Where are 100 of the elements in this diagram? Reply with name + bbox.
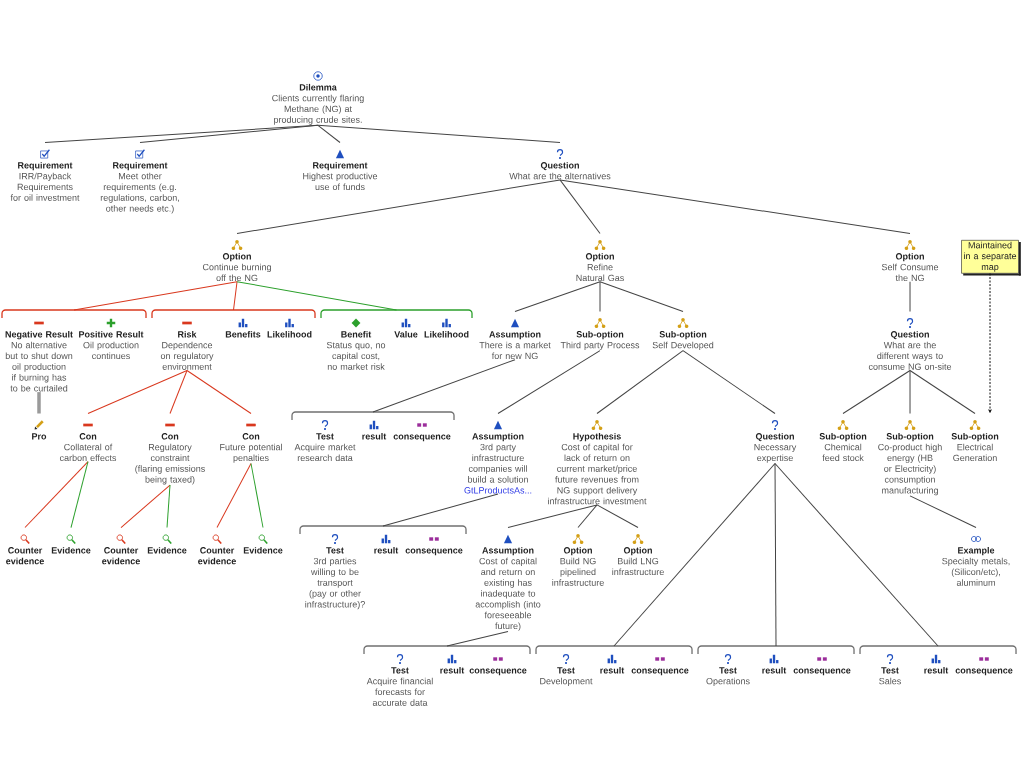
connector-line [236, 281, 397, 311]
bracket [1, 309, 147, 319]
connector-line [596, 350, 684, 414]
connector-line [186, 370, 252, 414]
bracket [859, 645, 1017, 655]
connector-line [596, 504, 639, 528]
connector-line [169, 370, 188, 414]
node-label: Option Self Consume the NG [881, 252, 939, 282]
connector-line [70, 461, 89, 528]
node-label: Requirement IRR/Payback Requirements for oil investment [10, 161, 80, 201]
node-label: Test Sales [879, 667, 901, 685]
node-label: Evidence [51, 546, 91, 554]
connector-line [372, 359, 516, 413]
connector-line [559, 179, 601, 234]
connector-line [216, 462, 252, 528]
node-label: Requirement Meet other requirements (e.g. regulations, carbon, other needs etc.) [100, 161, 179, 214]
connector-line [577, 504, 598, 528]
connector-line [599, 281, 601, 312]
connector-line [774, 462, 939, 647]
node-label: Question Necessary expertise [754, 432, 797, 463]
node-label: result [924, 666, 949, 674]
node-label: Option Build NG pipelined infrastructure [552, 546, 604, 586]
connector-line [73, 281, 238, 311]
node-label: consequence [469, 668, 527, 676]
node-label: consequence [405, 548, 463, 556]
node-label: Test Acquire financial forecasts for accurate data [366, 667, 433, 706]
node-label: Sub-option Electrical Generation [951, 432, 999, 462]
node-label: Positive Result Oil production continues [79, 330, 144, 360]
node-label: Likelihood [424, 330, 469, 338]
connector-line [514, 281, 601, 312]
node-label: Example Specialty metals, (Silicon/etc), aluminum [942, 546, 1010, 586]
node-label: Counter evidence [102, 547, 140, 565]
node-label: Benefits [225, 330, 261, 338]
node-label: result [362, 432, 387, 440]
connector-line [87, 370, 188, 414]
bracket [320, 309, 473, 319]
node-label: Sub-option Co-product high energy (HB or Electricity) consumption manufacturing [878, 432, 942, 496]
bracket [151, 309, 316, 319]
bracket [291, 411, 455, 421]
connector-line [909, 370, 911, 414]
node-label: Dilemma Clients currently flaring Methane (NG) at producing crude sites. [272, 83, 364, 125]
node-label: Option Refine Natural Gas [576, 252, 624, 282]
node-label: result [762, 666, 787, 674]
connector-line [317, 124, 341, 143]
node-label: Assumption Cost of capital and return on existing has inadequate to accomplish (into foreseeable future) [475, 546, 541, 631]
connector-line [909, 370, 976, 414]
node-label: Value [394, 330, 418, 338]
connector-line [559, 179, 911, 234]
node-label: Con Future potential penalties [220, 433, 282, 463]
bracket [697, 645, 855, 655]
connector-line [613, 462, 776, 647]
node-label: consequence [955, 668, 1013, 676]
connector-line [909, 495, 977, 528]
connector-line [774, 462, 777, 647]
node-label: consequence [631, 668, 689, 676]
node-label: Likelihood [267, 330, 312, 338]
node-label: Question What are the alternatives [509, 161, 611, 180]
node-label: Negative Result No alternative but to shut down oil production if burning has to be curtailed [5, 330, 73, 392]
node-label: Con Collateral of carbon effects [59, 433, 117, 462]
node-label: Requirement Highest productive use of funds [303, 161, 378, 191]
node-label: Test 3rd parties willing to be transport (pay or other infrastructure)? [305, 547, 365, 610]
connector-line [682, 350, 776, 414]
node-label: Test Operations [706, 667, 750, 687]
node-label: Assumption 3rd party infrastructure companies will build a solution GtLProductsAs... [464, 432, 532, 494]
connector-line [507, 504, 598, 528]
sticky-note: Maintained in a separate map [961, 240, 1021, 276]
node-label: Evidence [147, 546, 187, 554]
connector-line [250, 462, 264, 528]
connector-line [599, 281, 684, 312]
bracket [299, 525, 467, 535]
node-label: Pro [32, 433, 47, 440]
connector-line [120, 484, 171, 528]
node-label: Test Development [540, 667, 593, 687]
node-label: Risk Dependence on regulatory environment [160, 330, 214, 370]
connector-line [446, 630, 509, 647]
node-label: Hypothesis Cost of capital for lack of return on current market/price future revenues from NG support delivery infrastructure investment [548, 432, 647, 505]
arrow [988, 273, 992, 413]
node-label: Sub-option Chemical feed stock [819, 432, 867, 462]
connector-line [382, 493, 499, 527]
node-label: Option Build LNG infrastructure [612, 546, 664, 576]
bracket [535, 645, 693, 655]
node-label: Con Regulatory constraint (flaring emissions being taxed) [135, 433, 205, 485]
connector-line [909, 281, 911, 312]
node-label: consequence [393, 434, 451, 442]
bracket [363, 645, 531, 655]
node-label: Evidence [243, 546, 283, 554]
node-label: Assumption There is a market for new NG [479, 330, 551, 360]
connector-line [317, 124, 561, 143]
connector-line [233, 281, 238, 311]
connector-line [236, 179, 561, 234]
node-label: Benefit Status quo, no capital cost, no market risk [326, 330, 386, 370]
node-label: result [374, 546, 399, 554]
node-label: Counter evidence [6, 547, 44, 565]
node-label: Option Continue burning off the NG [202, 252, 271, 282]
node-label: Sub-option Self Developed [652, 330, 714, 351]
connector-line [24, 461, 89, 528]
node-label: result [600, 666, 625, 674]
node-label: Question What are the different ways to consume NG on-site [868, 330, 952, 370]
node-label: result [440, 666, 465, 674]
node-label: Counter evidence [198, 547, 236, 565]
